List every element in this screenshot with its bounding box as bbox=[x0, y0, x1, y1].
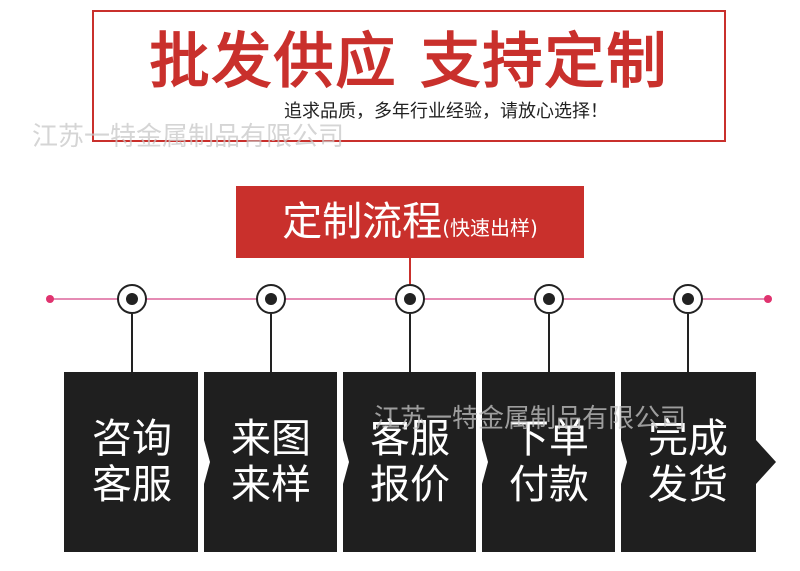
step-quote: 客服 报价 bbox=[342, 372, 478, 552]
step-consult: 咨询 客服 bbox=[64, 372, 200, 552]
step-line1: 客服 bbox=[370, 416, 450, 462]
step-drawing: 来图 来样 bbox=[203, 372, 339, 552]
step-order: 下单 付款 bbox=[481, 372, 617, 552]
badge-connector bbox=[409, 258, 411, 284]
timeline-stem-1 bbox=[131, 314, 133, 372]
page-subtitle: 追求品质，多年行业经验，请放心选择！ bbox=[284, 101, 608, 122]
timeline-node-2 bbox=[256, 284, 286, 314]
node-center-dot bbox=[404, 293, 416, 305]
timeline-node-5 bbox=[673, 284, 703, 314]
step-line2: 报价 bbox=[370, 462, 450, 508]
timeline-stem-2 bbox=[270, 314, 272, 372]
chevron-right-icon bbox=[198, 372, 210, 552]
step-line2: 来样 bbox=[231, 462, 311, 508]
chevron-right-icon bbox=[337, 372, 349, 552]
timeline-node-4 bbox=[534, 284, 564, 314]
chevron-right-icon bbox=[476, 372, 488, 552]
process-title: 定制流程 bbox=[282, 199, 443, 245]
process-subtitle: (快速出样) bbox=[442, 216, 538, 240]
step-deliver: 完成 发货 bbox=[620, 372, 756, 552]
timeline-node-1 bbox=[117, 284, 147, 314]
node-center-dot bbox=[682, 293, 694, 305]
chevron-right-icon bbox=[615, 372, 627, 552]
step-line2: 发货 bbox=[648, 462, 728, 508]
process-badge: 定制流程 (快速出样) bbox=[236, 186, 584, 258]
timeline-end-dot bbox=[764, 295, 772, 303]
arrow-right-icon bbox=[756, 372, 776, 552]
step-line1: 完成 bbox=[648, 416, 728, 462]
process-steps: 咨询 客服 来图 来样 客服 报价 下单 付款 完成 发货 bbox=[64, 372, 784, 552]
node-center-dot bbox=[126, 293, 138, 305]
step-line1: 下单 bbox=[509, 416, 589, 462]
node-center-dot bbox=[543, 293, 555, 305]
step-line2: 客服 bbox=[92, 462, 172, 508]
step-line2: 付款 bbox=[509, 462, 589, 508]
timeline-stem-3 bbox=[409, 314, 411, 372]
node-center-dot bbox=[265, 293, 277, 305]
page-title: 批发供应 支持定制 bbox=[149, 27, 669, 97]
timeline-stem-4 bbox=[548, 314, 550, 372]
header-banner: 批发供应 支持定制 追求品质，多年行业经验，请放心选择！ bbox=[92, 10, 726, 142]
timeline-start-dot bbox=[46, 295, 54, 303]
step-line1: 咨询 bbox=[92, 416, 172, 462]
timeline-node-3 bbox=[395, 284, 425, 314]
step-line1: 来图 bbox=[231, 416, 311, 462]
timeline-stem-5 bbox=[687, 314, 689, 372]
